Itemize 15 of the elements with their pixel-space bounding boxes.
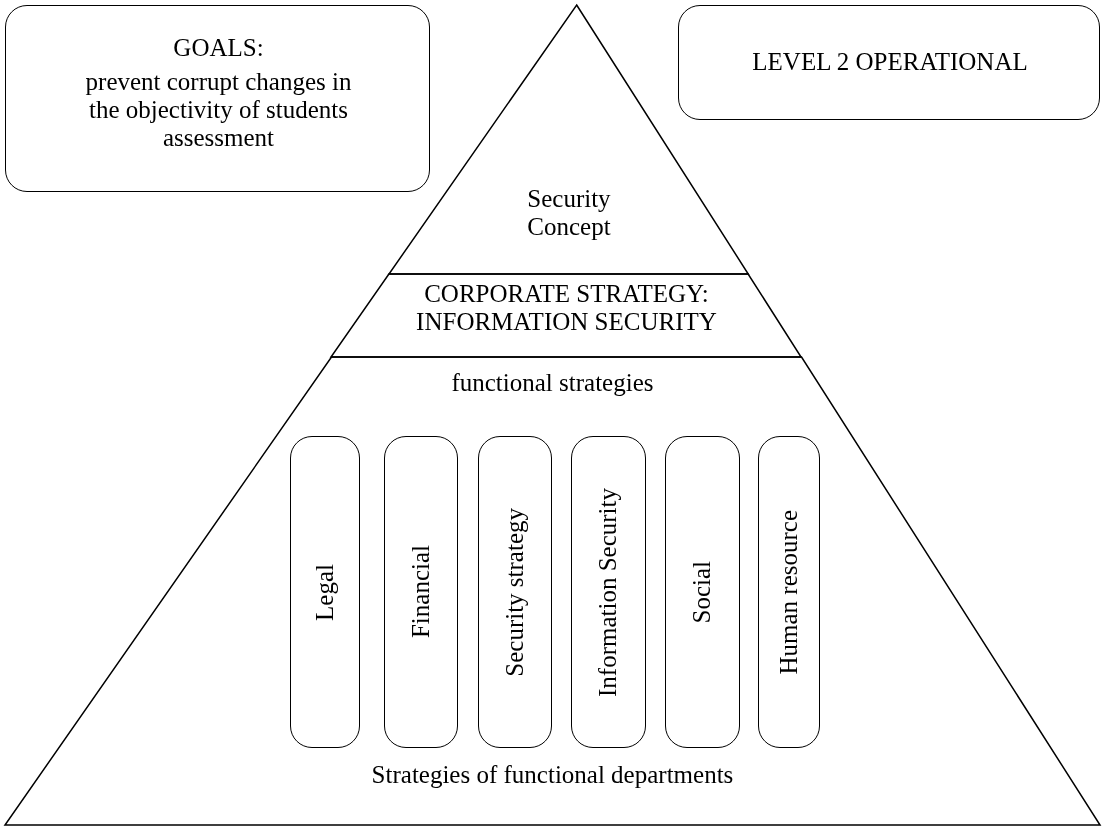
strategy-box: Social	[665, 436, 740, 748]
strategy-box: Information Security	[571, 436, 646, 748]
strategy-box: Security strategy	[478, 436, 552, 748]
goals-box	[5, 5, 430, 192]
strategy-box: Legal	[290, 436, 360, 748]
level-label: LEVEL 2 OPERATIONAL	[751, 48, 1029, 76]
section-label: Security Concept	[526, 185, 612, 241]
goals-heading: GOALS:	[172, 34, 265, 62]
section-label: CORPORATE STRATEGY: INFORMATION SECURITY	[415, 280, 718, 336]
section-footer-label: Strategies of functional departments	[370, 761, 735, 789]
level-box	[678, 5, 1100, 120]
section-heading: functional strategies	[450, 369, 655, 397]
strategy-box: Human resource	[758, 436, 820, 748]
strategy-box: Financial	[384, 436, 458, 748]
goals-text: prevent corrupt changes in the objectivity of students assessment	[84, 68, 353, 152]
